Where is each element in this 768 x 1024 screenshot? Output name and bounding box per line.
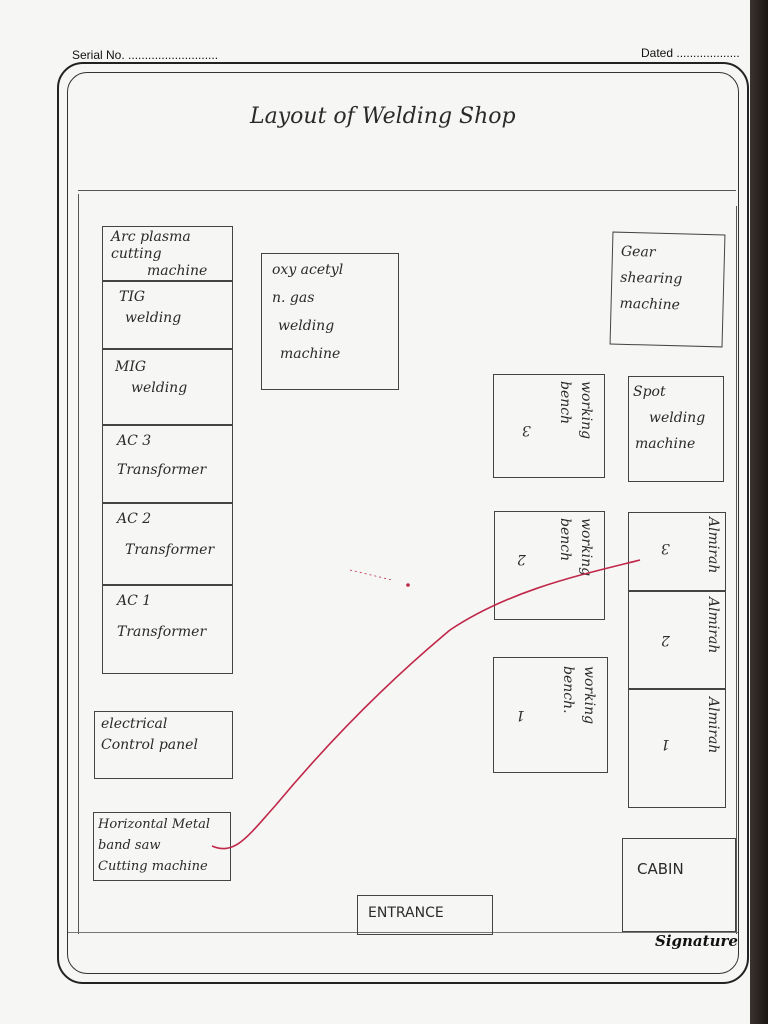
notebook-page: Serial No. ........................... D…: [57, 46, 749, 984]
spot-label: Spot: [633, 384, 666, 400]
oxy-label-4: machine: [280, 346, 341, 362]
oxy-label-2: n. gas: [272, 290, 315, 306]
dated-label: Dated ...................: [641, 46, 740, 60]
arc-plasma-label-2: cutting: [111, 246, 162, 262]
mig-welding-label: welding: [131, 380, 188, 396]
working-bench-2: 2 working bench: [494, 511, 605, 620]
mig-welding-machine: MIG welding: [102, 348, 233, 426]
oxy-label-3: welding: [278, 318, 335, 334]
arc-plasma-cutting-machine: Arc plasma cutting machine: [102, 226, 233, 282]
control-panel-label: Control panel: [101, 737, 198, 753]
electrical-control-panel: electrical Control panel: [94, 711, 233, 779]
cabin: CABIN: [622, 838, 736, 932]
entrance-label: ENTRANCE: [368, 905, 444, 921]
spot-welding-machine: Spot welding machine: [628, 376, 724, 482]
page-border-inner: [67, 72, 739, 974]
page-border-outer: [57, 62, 749, 984]
arc-plasma-label-3: machine: [147, 263, 208, 279]
band-saw-label-3: Cutting machine: [98, 859, 208, 874]
bench-3-label: working bench: [557, 381, 594, 440]
oxy-label-1: oxy acetyl: [272, 262, 344, 278]
signature-label: Signature: [655, 932, 738, 950]
binding-shadow: [750, 0, 768, 1024]
tig-welding-machine: TIG welding: [102, 280, 233, 350]
spot-welding-label: welding: [649, 410, 706, 426]
red-pen-curve: [211, 559, 641, 850]
cabin-label: CABIN: [637, 860, 684, 878]
ac3-transformer-label: Transformer: [117, 462, 207, 478]
bench-1-label: working bench.: [560, 666, 597, 725]
arc-plasma-label-1: Arc plasma: [111, 229, 191, 245]
mig-label: MIG: [115, 359, 147, 375]
almirah-1-label: Almirah: [705, 697, 721, 754]
shop-wall-right: [736, 206, 737, 934]
horizontal-band-saw-cutting-machine: Horizontal Metal band saw Cutting machin…: [93, 812, 231, 881]
spot-machine-label: machine: [635, 436, 696, 452]
almirah-2-label: Almirah: [705, 597, 721, 654]
band-saw-label-1: Horizontal Metal: [98, 817, 210, 832]
almirah-2: 2 Almirah: [628, 590, 726, 690]
ac1-transformer-label: Transformer: [117, 624, 207, 640]
shop-wall-bottom: [68, 932, 738, 933]
ac1-transformer: AC 1 Transformer: [102, 584, 233, 674]
oxy-acetylene-gas-welding-machine: oxy acetyl n. gas welding machine: [261, 253, 399, 390]
ac1-label: AC 1: [117, 593, 152, 609]
almirah-1: 1 Almirah: [628, 688, 726, 808]
tig-label: TIG: [119, 289, 146, 305]
almirah-3: 3 Almirah: [628, 512, 726, 592]
working-bench-3: 3 working bench: [493, 374, 605, 478]
bench-2-label: working bench: [557, 518, 594, 577]
tig-welding-label: welding: [125, 310, 182, 326]
ac2-transformer: AC 2 Transformer: [102, 502, 233, 586]
entrance: ENTRANCE: [357, 895, 493, 935]
ac2-transformer-label: Transformer: [125, 542, 215, 558]
ac3-label: AC 3: [117, 433, 152, 449]
almirah-3-label: Almirah: [705, 517, 721, 574]
shop-wall-top: [78, 190, 736, 211]
electrical-label: electrical: [101, 716, 168, 732]
ac2-label: AC 2: [117, 511, 152, 527]
band-saw-label-2: band saw: [98, 838, 161, 853]
serial-number-label: Serial No. ...........................: [72, 48, 219, 62]
working-bench-1: 1 working bench.: [493, 657, 608, 773]
diagram-title: Layout of Welding Shop: [250, 104, 516, 129]
shop-wall-left: [78, 194, 79, 934]
ac3-transformer: AC 3 Transformer: [102, 424, 233, 504]
